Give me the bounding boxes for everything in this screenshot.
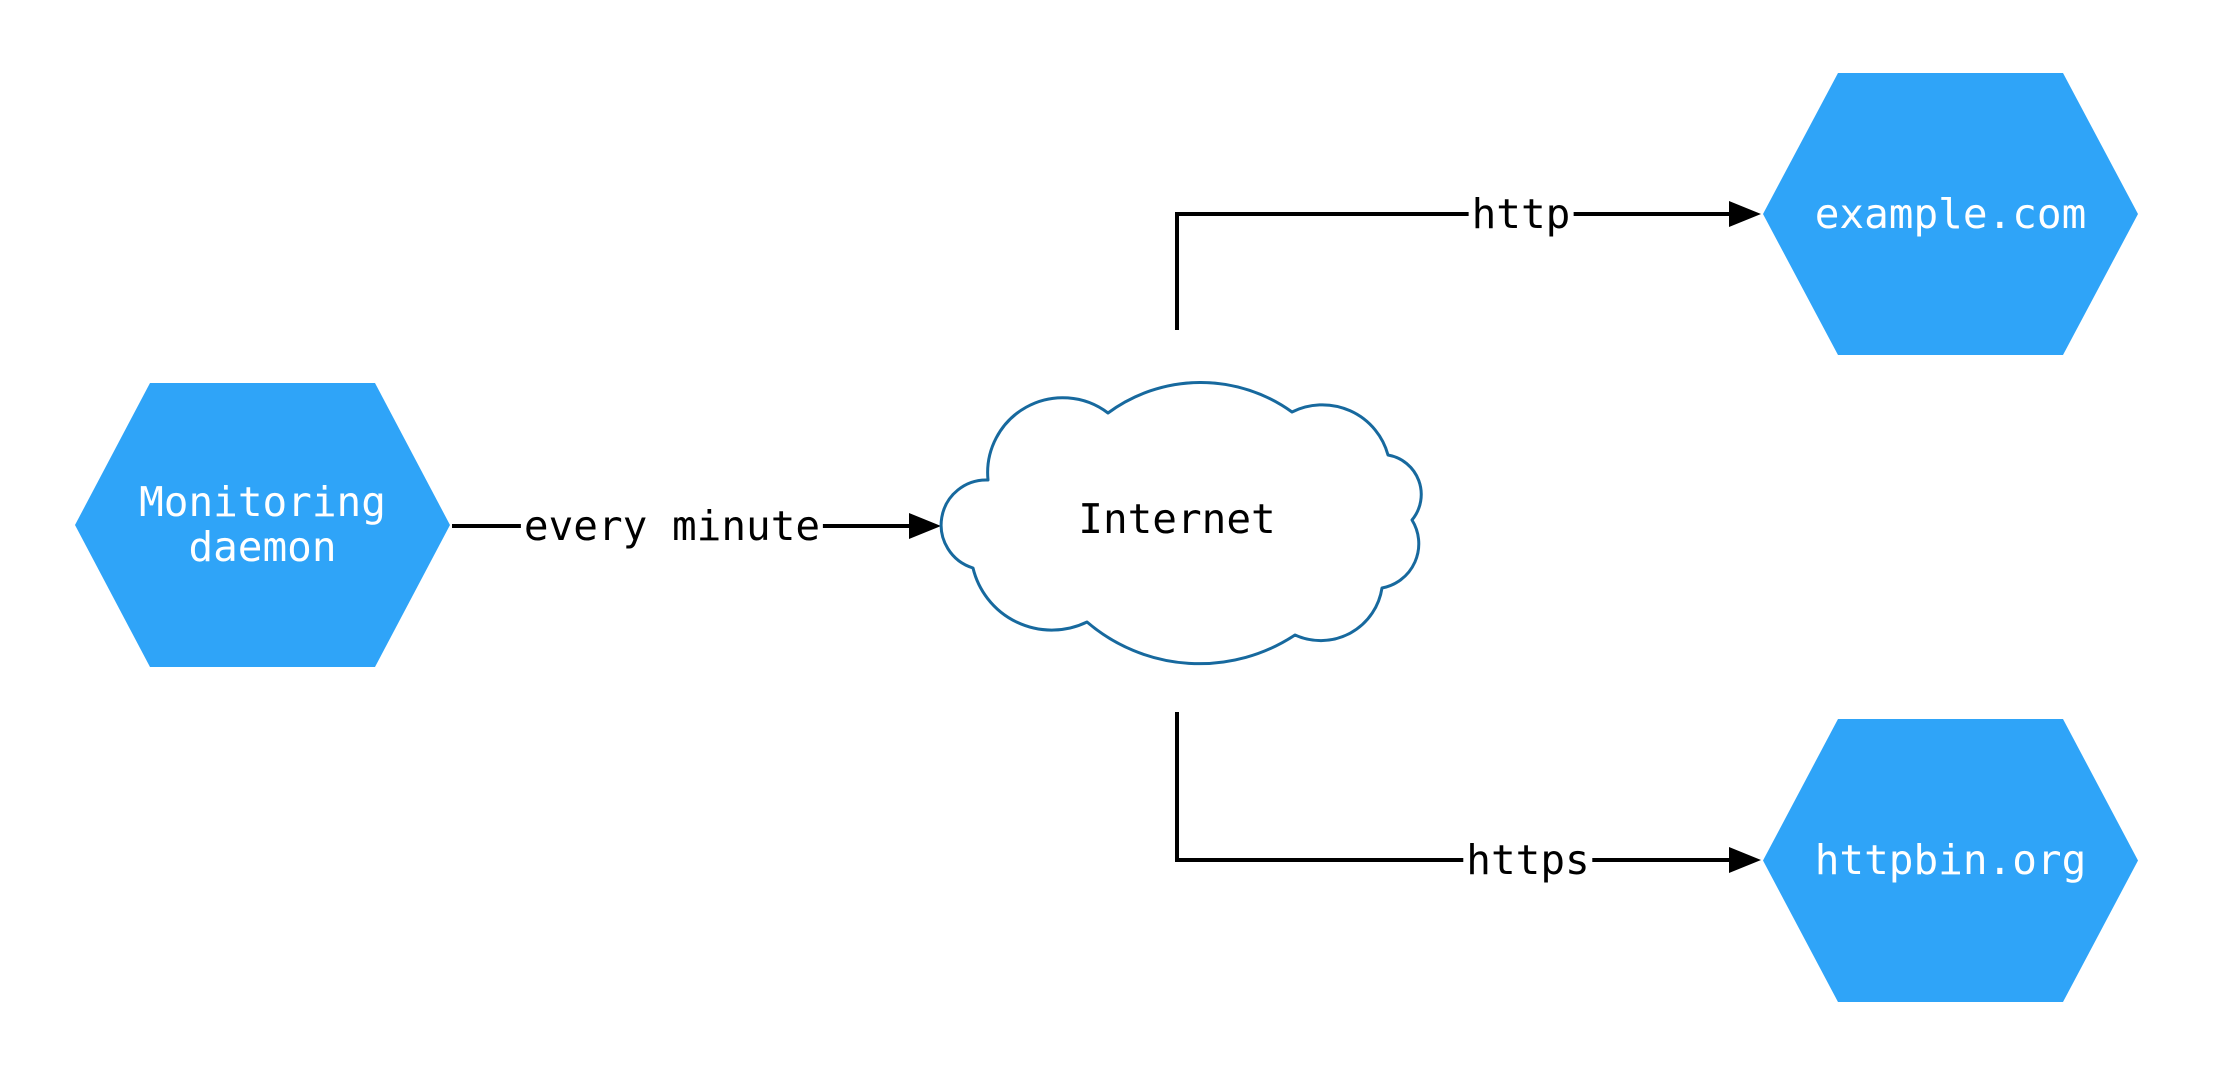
node-httpbin-org: httpbin.org xyxy=(1763,719,2138,1002)
node-monitoring-daemon: Monitoring daemon xyxy=(75,383,450,667)
node-httpbin-org-label: httpbin.org xyxy=(1814,836,2087,884)
node-example-com: example.com xyxy=(1763,73,2138,355)
edge-label-http: http xyxy=(1468,191,1574,237)
edge-label-https: https xyxy=(1463,837,1593,883)
edge-line xyxy=(1175,212,1733,330)
node-example-com-label: example.com xyxy=(1814,189,2087,238)
edge-label-every-minute: every minute xyxy=(520,503,824,549)
arrowhead-icon xyxy=(909,513,941,539)
node-monitoring-daemon-label: Monitoring daemon xyxy=(139,478,386,571)
arrowhead-icon xyxy=(1729,201,1761,227)
arrowhead-icon xyxy=(1729,847,1761,873)
node-internet-label: Internet xyxy=(1078,495,1276,543)
edge-line xyxy=(1175,712,1733,862)
cloud-icon xyxy=(939,381,1423,666)
